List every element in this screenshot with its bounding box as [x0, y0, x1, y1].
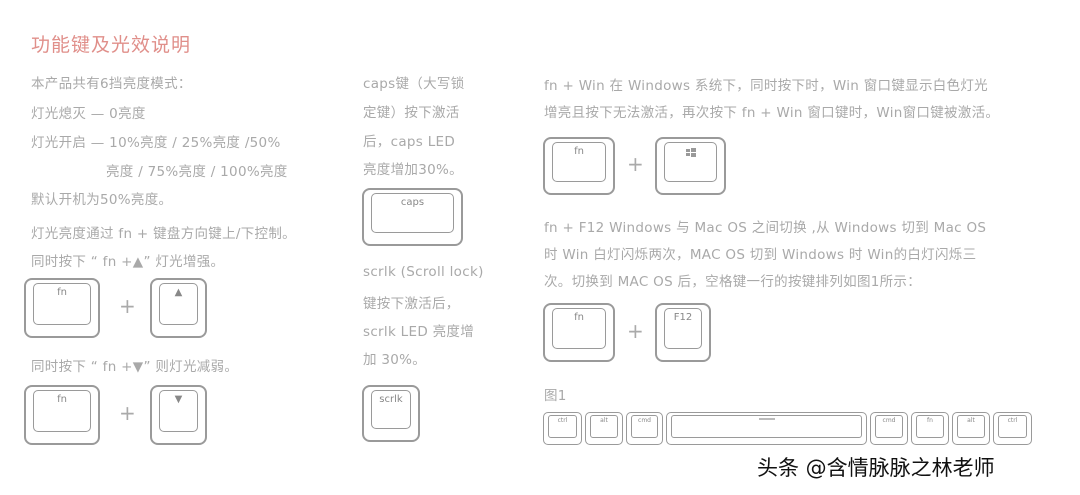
figure-label: 图1 — [544, 388, 567, 404]
text-line: fn + Win 在 Windows 系统下，同时按下时，Win 窗口键显示白色… — [544, 78, 988, 94]
space-mark — [759, 418, 775, 420]
text-line: 灯光熄灭 — 0亮度 — [31, 106, 146, 122]
fn-key: fn — [24, 385, 100, 445]
text-line: 次。切换到 MAC OS 后，空格键一行的按键排列如图1所示： — [544, 274, 922, 290]
plus-sign: + — [627, 319, 644, 343]
f12-key: F12 — [655, 303, 711, 362]
plus-sign: + — [119, 294, 136, 318]
text-line: 亮度增加30%。 — [363, 162, 463, 178]
text-line: caps键（大写锁 — [363, 76, 465, 92]
fn-key: fn — [543, 137, 615, 195]
text-line: 灯光亮度通过 fn + 键盘方向键上/下控制。 — [31, 226, 296, 242]
plus-sign: + — [119, 401, 136, 425]
down-arrow-key: ▼ — [150, 385, 207, 445]
watermark: 头条 @含情脉脉之林老师 — [757, 456, 995, 480]
space-key — [666, 412, 867, 445]
alt-key: alt — [585, 412, 623, 445]
text-line: 同时按下 “ fn +▼” 则灯光减弱。 — [31, 359, 239, 375]
windows-logo-icon — [686, 148, 696, 157]
scrlk-key: scrlk — [362, 385, 420, 442]
text-line: 定键）按下激活 — [363, 105, 460, 121]
fn-key: fn — [911, 412, 949, 445]
alt-key: alt — [952, 412, 990, 445]
caps-key: caps — [362, 188, 463, 246]
text-line: 默认开机为50%亮度。 — [31, 192, 173, 208]
text-line: 加 30%。 — [363, 352, 427, 368]
text-line: 灯光开启 — 10%亮度 / 25%亮度 /50% — [31, 135, 281, 151]
fn-key: fn — [24, 278, 100, 338]
text-line: scrlk LED 亮度增 — [363, 324, 475, 340]
ctrl-key: ctrl — [543, 412, 582, 445]
cmd-key: cmd — [626, 412, 663, 445]
text-line: scrlk (Scroll lock) — [363, 264, 484, 280]
text-line: 键按下激活后， — [363, 296, 460, 312]
text-line: 增亮且按下无法激活，再次按下 fn + Win 窗口键时，Win窗口键被激活。 — [544, 105, 1000, 121]
page-title: 功能键及光效说明 — [31, 34, 192, 56]
plus-sign: + — [627, 152, 644, 176]
ctrl-key: ctrl — [993, 412, 1032, 445]
up-arrow-key: ▲ — [150, 278, 207, 338]
text-line: 后，caps LED — [363, 134, 456, 150]
cmd-key: cmd — [870, 412, 908, 445]
fn-key: fn — [543, 303, 615, 362]
text-line: 同时按下 “ fn +▲” 灯光增强。 — [31, 254, 225, 270]
win-key — [655, 137, 726, 195]
text-line: 时 Win 白灯闪烁两次，MAC OS 切到 Windows 时 Win的白灯闪… — [544, 247, 977, 263]
text-line: 亮度 / 75%亮度 / 100%亮度 — [106, 164, 288, 180]
text-line: 本产品共有6挡亮度模式： — [31, 76, 192, 92]
text-line: fn + F12 Windows 与 Mac OS 之间切换 ,从 Window… — [544, 220, 987, 236]
